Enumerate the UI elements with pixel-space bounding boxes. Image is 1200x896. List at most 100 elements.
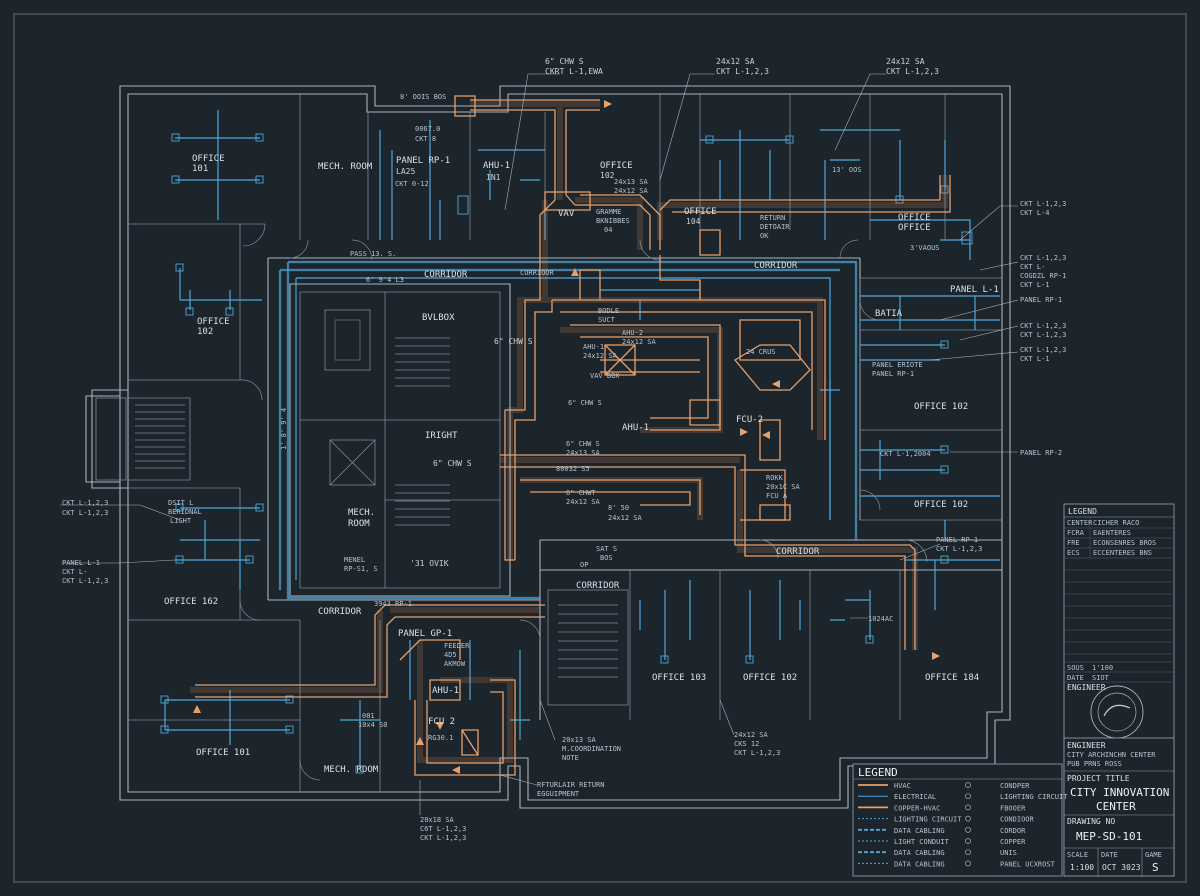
note-chw-mid: 6" CHW S	[568, 399, 602, 407]
svg-text:BKNIBBES: BKNIBBES	[596, 217, 630, 225]
note-bottom-sa2: 24x12 SA	[734, 731, 769, 739]
svg-text:M.COORDINATION: M.COORDINATION	[562, 745, 621, 753]
room-mech-room-center: MECH.	[348, 508, 375, 518]
label-vav: VAV	[558, 209, 575, 219]
svg-text:CKT L-4: CKT L-4	[1020, 209, 1050, 217]
svg-text:24x12 SA: 24x12 SA	[583, 352, 618, 360]
note-panel-rp2: PANEL RP-2	[1020, 449, 1062, 457]
room-corridor-mid: CORRIDOR	[776, 547, 820, 557]
legend-right-title: LEGEND	[1068, 507, 1097, 516]
note-right-ckt2: CKT L-1,2,3	[1020, 254, 1066, 262]
legend-item-label: DATA CABLING	[894, 849, 945, 857]
svg-text:ECONSENRES BROS: ECONSENRES BROS	[1093, 539, 1156, 547]
hvac-ductwork	[190, 95, 951, 776]
svg-text:104: 104	[686, 217, 701, 226]
legend-item-label: PANEL UCXROST	[1000, 860, 1056, 868]
room-office-103: OFFICE 103	[652, 673, 706, 683]
stair-bottom	[547, 589, 629, 706]
legend-symbol	[965, 849, 971, 856]
note-col-olik: '31 OVIK	[410, 559, 449, 568]
svg-text:4D5: 4D5	[444, 651, 457, 659]
svg-text:RG30.1: RG30.1	[428, 734, 453, 742]
room-office-162: OFFICE 162	[164, 597, 218, 607]
note-panel: 0067.0	[415, 125, 440, 133]
note-panel-rp1-lower: PANEL RP-1	[936, 536, 978, 544]
legend-bottom-title: LEGEND	[858, 766, 898, 779]
svg-text:CKT L-: CKT L-	[62, 568, 87, 576]
legend-item-label: CONDPER	[1000, 782, 1030, 790]
svg-text:10x4 S0: 10x4 S0	[358, 721, 388, 729]
svg-text:NOTE: NOTE	[562, 754, 579, 762]
note-menel: MENEL	[344, 556, 365, 564]
legend-item-label: LIGHT CONDUIT	[894, 838, 950, 846]
room-corridor-top-right: CORRIDOR	[754, 261, 798, 271]
note-left-ckt: CKT L-1,2,3	[62, 499, 108, 507]
svg-text:FCRA: FCRA	[1067, 529, 1085, 537]
label-fcu2-bottom: FCU 2	[428, 717, 455, 727]
room-mech-room-top: MECH. ROOM	[318, 162, 373, 172]
room-office-101-top: OFFICE	[192, 154, 225, 164]
note-chw-s2: 6" CHW S	[433, 459, 472, 468]
note-return: RETURN	[760, 214, 785, 222]
svg-text:C6T L-1,2,3: C6T L-1,2,3	[420, 825, 466, 833]
note-sa-102: 24x13 SA	[614, 178, 649, 186]
svg-text:CKT L-1,2,3: CKT L-1,2,3	[1020, 322, 1066, 330]
svg-text:CKT 8: CKT 8	[415, 135, 436, 143]
note-dorb: 20x13 SA	[562, 736, 597, 744]
note-right-ckt: CKT L-1,2,3	[1020, 200, 1066, 208]
svg-text:OFFICE: OFFICE	[898, 223, 931, 233]
room-corridor-lower: CORRIDOR	[576, 581, 620, 591]
note-col-rp1: 3943 RP-1	[374, 600, 412, 608]
svg-text:20x1C SA: 20x1C SA	[766, 483, 801, 491]
note-ckt-l1-2004: CKT L-1,2004	[880, 450, 931, 458]
svg-text:IN1: IN1	[486, 173, 501, 182]
svg-text:102: 102	[197, 327, 213, 337]
svg-text:24x12 SA: 24x12 SA	[614, 187, 649, 195]
svg-text:CKT L-1,2,3: CKT L-1,2,3	[886, 67, 939, 76]
svg-text:24x12 SA: 24x12 SA	[608, 514, 643, 522]
note-sa-top-right: 24x12 SA	[886, 57, 925, 66]
room-corridor-top-left: CORRIDOR	[424, 270, 468, 280]
svg-text:CKS 12: CKS 12	[734, 740, 759, 748]
svg-text:SUCT: SUCT	[598, 316, 616, 324]
svg-text:24x12 SA: 24x12 SA	[566, 498, 601, 506]
note-dim-1: 1' 8' 9' 4	[280, 408, 288, 450]
legend-symbol	[965, 838, 971, 844]
note-pass-13s: PASS 13. S.	[350, 250, 396, 258]
room-batia: BATIA	[875, 309, 903, 319]
tb-date: OCT 3023	[1102, 863, 1141, 872]
legend-item-label: CONDIOOR	[1000, 816, 1035, 824]
svg-text:CKT L-1,2,3: CKT L-1,2,3	[734, 749, 780, 757]
note-feeder: FEEDER	[444, 642, 470, 650]
svg-text:ECCENTERES BNS: ECCENTERES BNS	[1093, 549, 1152, 557]
door-swings	[239, 223, 928, 781]
svg-text:CENTER: CENTER	[1096, 800, 1136, 813]
note-ahu2-sa: AHU-2	[622, 329, 643, 337]
title-block: ENGINEER CITY ARCHINCHN CENTER PUB PRNS …	[1063, 737, 1175, 877]
legend-item-label: CORDOR	[1000, 827, 1026, 835]
legend-item-label: FBOOER	[1000, 804, 1026, 812]
label-ahu1-mid: AHU-1	[622, 423, 649, 433]
note-left-panel: PANEL L-1	[62, 559, 100, 567]
note-left-light: DSIT L	[168, 499, 193, 507]
legend-right-scale: SOUS	[1067, 664, 1084, 672]
svg-text:EAENTERES: EAENTERES	[1093, 529, 1131, 537]
note-vav-box: VAV BOX	[590, 372, 620, 380]
room-panel-rp1: PANEL RP-1	[396, 156, 450, 166]
legend-item-label: LIGHTING CIRCUIT	[1000, 793, 1068, 801]
legend-item-label: DATA CABLING	[894, 827, 945, 835]
room-office-101-bottom: OFFICE 101	[196, 748, 250, 758]
note-right-panel: PANEL RP-1	[1020, 296, 1062, 304]
svg-text:SIOT: SIOT	[1092, 674, 1110, 682]
tb-scale: 1:100	[1070, 863, 1094, 872]
note-bodle: BODLE	[598, 307, 619, 315]
svg-text:CKT L-1,2,3: CKT L-1,2,3	[1020, 331, 1066, 339]
room-office-102-bottom: OFFICE 102	[743, 673, 797, 683]
legend-symbol	[965, 815, 971, 822]
legend-symbol	[965, 860, 971, 867]
legend-right-rows: CONDPER LIGHTING CIRCUIT FBOOER CONDIOOR COR…	[965, 782, 1068, 868]
tb-engineer-name: CITY ARCHINCHN CENTER	[1067, 751, 1156, 759]
legend-symbol	[965, 804, 971, 811]
svg-text:DETOAIR: DETOAIR	[760, 223, 790, 231]
